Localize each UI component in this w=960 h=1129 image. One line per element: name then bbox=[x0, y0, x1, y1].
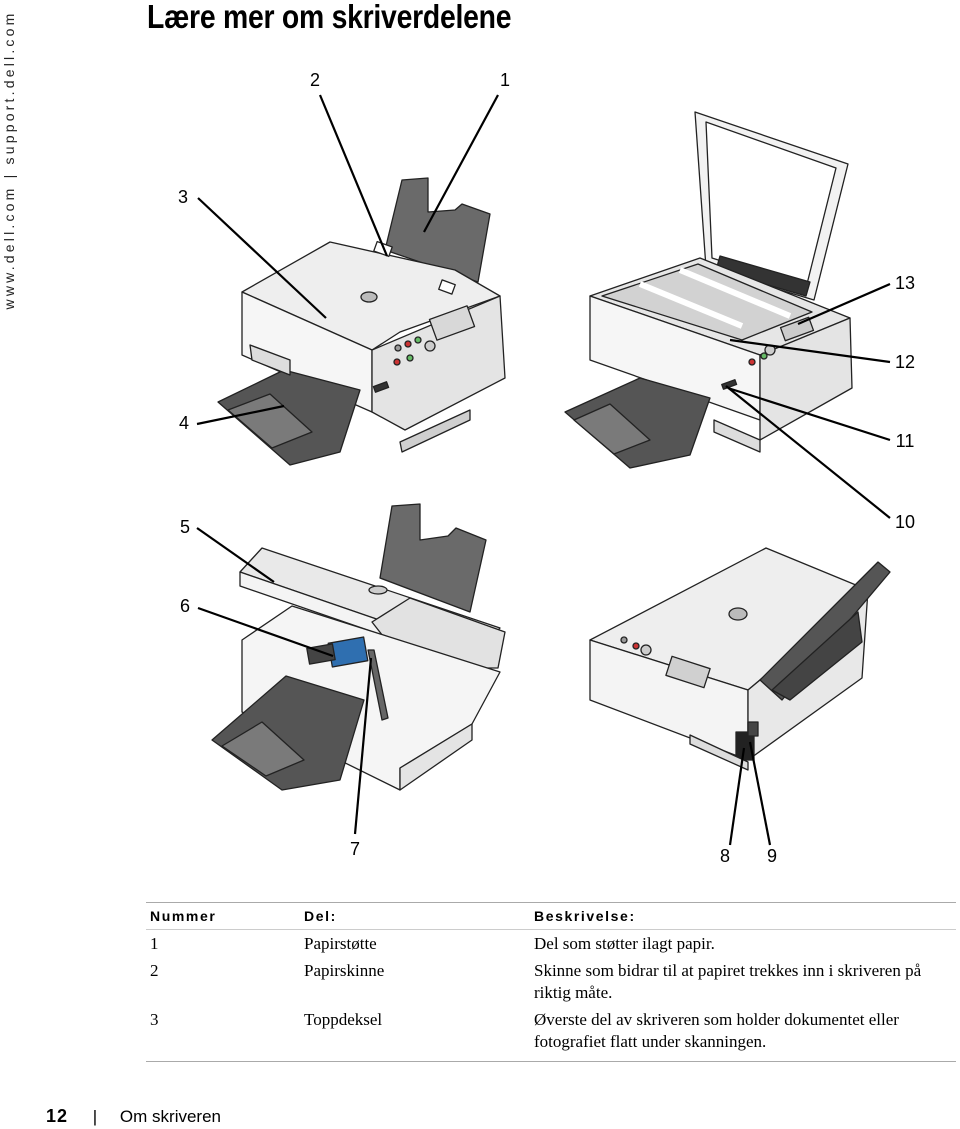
printer-unit-raised bbox=[211, 503, 506, 791]
callout-4: 4 bbox=[179, 413, 189, 433]
callout-5: 5 bbox=[180, 517, 190, 537]
callout-6: 6 bbox=[180, 596, 190, 616]
leader-line-13 bbox=[797, 282, 891, 326]
header-part: Del: bbox=[300, 902, 530, 930]
leader-line-6 bbox=[197, 606, 334, 658]
printer-closed bbox=[217, 177, 506, 466]
leader-line-11 bbox=[727, 386, 891, 442]
leader-line-4 bbox=[196, 404, 285, 426]
printer-rear-view bbox=[589, 547, 891, 771]
table-row: 1 Papirstøtte Del som støtter ilagt papi… bbox=[146, 930, 956, 958]
row-part: Papirskinne bbox=[304, 961, 385, 980]
callout-12: 12 bbox=[895, 352, 915, 372]
leader-line-8 bbox=[728, 747, 746, 846]
row-part: Toppdeksel bbox=[300, 1006, 530, 1062]
row-description: Del som støtter ilagt papir. bbox=[534, 934, 715, 953]
callout-2: 2 bbox=[310, 70, 320, 90]
table-row: 3 Toppdeksel Øverste del av skriveren so… bbox=[146, 1006, 956, 1062]
footer-section: Om skriveren bbox=[119, 1107, 221, 1126]
page-title: Lære mer om skriverdelene bbox=[147, 0, 512, 35]
printer-open-lid bbox=[564, 111, 853, 469]
table-header-row: Nummer Del: Beskrivelse: bbox=[146, 902, 956, 930]
leader-line-10 bbox=[725, 385, 891, 519]
callout-9: 9 bbox=[767, 846, 777, 866]
header-description: Beskrivelse: bbox=[530, 902, 956, 930]
page-footer: 12 | Om skriveren bbox=[46, 1106, 221, 1127]
leader-line-9 bbox=[748, 741, 772, 846]
leader-line-3 bbox=[197, 197, 327, 319]
callout-11: 11 bbox=[896, 431, 915, 451]
leader-line-1 bbox=[423, 94, 499, 233]
parts-table: Nummer Del: Beskrivelse: 1 Papirstøtte D… bbox=[146, 902, 956, 1062]
row-number: 3 bbox=[146, 1006, 300, 1062]
table-row: 2 Papirskinne Skinne som bidrar til at p… bbox=[146, 957, 956, 1006]
row-part: Papirstøtte bbox=[304, 934, 377, 953]
leader-line-5 bbox=[196, 527, 275, 583]
callout-7: 7 bbox=[350, 839, 360, 859]
leader-line-12 bbox=[729, 338, 891, 364]
callout-3: 3 bbox=[178, 187, 188, 207]
row-number: 1 bbox=[150, 934, 159, 953]
row-description: Øverste del av skriveren som holder doku… bbox=[530, 1006, 956, 1062]
callout-1: 1 bbox=[500, 70, 510, 90]
row-number: 2 bbox=[150, 961, 159, 980]
row-description: Skinne som bidrar til at papiret trekkes… bbox=[534, 961, 922, 1002]
leader-line-7 bbox=[353, 657, 373, 835]
footer-separator: | bbox=[92, 1107, 98, 1126]
callout-13: 13 bbox=[895, 273, 915, 293]
callout-8: 8 bbox=[720, 846, 730, 866]
printer-parts-illustration: 1 2 3 4 5 6 7 8 9 10 11 12 13 bbox=[178, 70, 915, 866]
page-number: 12 bbox=[46, 1106, 69, 1126]
leader-line-2 bbox=[318, 94, 389, 257]
header-number: Nummer bbox=[146, 902, 300, 930]
callout-10: 10 bbox=[895, 512, 915, 532]
